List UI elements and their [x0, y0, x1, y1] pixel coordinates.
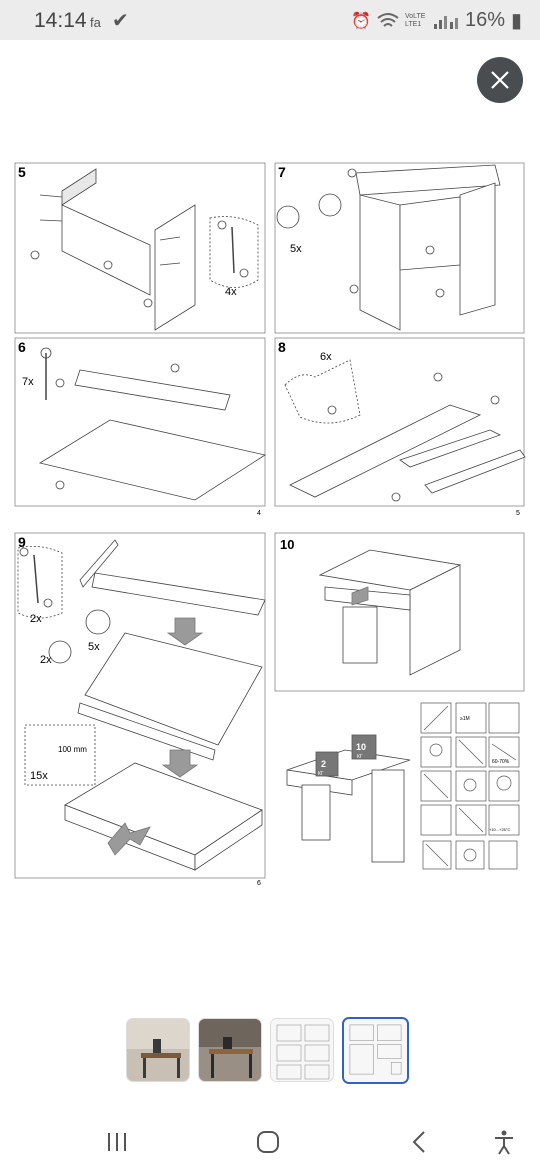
instruction-sheet: 5 4x 7 5x 6 7x 4 8 6x 5 9 2x 5x 2x 100 m…: [14, 162, 526, 887]
quantity-label: 2x: [40, 654, 52, 666]
recent-apps-button[interactable]: [97, 1122, 137, 1162]
thumbnail-strip: [126, 1017, 409, 1084]
signal-icon: [433, 15, 458, 29]
battery-level: 16%: [464, 9, 505, 31]
thumbnail-instructions-page-2[interactable]: [342, 1017, 409, 1084]
status-bar: 14:14 fa ✔ ⏰ VoLTE LTE1 16% ▮: [0, 0, 540, 40]
step-number: 5: [18, 164, 26, 180]
step-number: 6: [18, 339, 26, 355]
thumbnail-desk-photo-1[interactable]: [126, 1018, 190, 1082]
download-done-icon: ✔: [112, 10, 129, 32]
quantity-label: 6x: [320, 351, 332, 363]
quantity-label: 5x: [88, 641, 100, 653]
back-button[interactable]: [400, 1122, 440, 1162]
weight-value: 10: [356, 742, 366, 752]
quantity-label: 15x: [30, 770, 48, 782]
instructions-image: [271, 1019, 333, 1081]
notification-indicator: fa: [90, 15, 101, 30]
page-number: 5: [516, 510, 520, 517]
thumbnail-instructions-page-1[interactable]: [270, 1018, 334, 1082]
battery-icon: ▮: [510, 10, 522, 32]
back-icon: [412, 1131, 425, 1153]
instruction-image-viewer[interactable]: 5 4x 7 5x 6 7x 4 8 6x 5 9 2x 5x 2x 100 m…: [0, 155, 540, 895]
weight-value: 2: [321, 759, 326, 769]
quantity-label: 2x: [30, 613, 42, 625]
home-button[interactable]: [248, 1122, 288, 1162]
page-number: 4: [257, 510, 261, 517]
desk-photo-image: [127, 1019, 189, 1081]
accessibility-button[interactable]: [484, 1122, 524, 1162]
step-number: 7: [278, 164, 286, 180]
alarm-icon: ⏰: [351, 12, 371, 30]
weight-unit: КГ: [318, 771, 324, 777]
step-number: 8: [278, 339, 286, 355]
close-button[interactable]: [477, 57, 523, 103]
status-icons: ⏰ VoLTE LTE1 16% ▮: [351, 8, 522, 33]
measure-label: 100 mm: [58, 745, 87, 754]
instructions-image: [344, 1019, 407, 1082]
close-icon: [491, 71, 509, 89]
quantity-label: 4x: [225, 286, 237, 298]
quantity-label: 7x: [22, 376, 34, 388]
recent-apps-icon: [108, 1133, 126, 1151]
wifi-icon: [377, 12, 399, 27]
page-number: 6: [257, 880, 261, 887]
step-number: 10: [280, 537, 294, 552]
thumbnail-desk-photo-2[interactable]: [198, 1018, 262, 1082]
weight-unit: КГ: [357, 754, 363, 760]
status-time: 14:14: [34, 9, 87, 32]
quantity-label: 5x: [290, 243, 302, 255]
care-label: +10...+25°C: [489, 827, 511, 832]
system-navigation-bar: [0, 1110, 540, 1170]
care-label: 60-70%: [492, 759, 510, 765]
care-label: ≥1M: [460, 716, 470, 722]
step-number: 9: [18, 534, 26, 550]
home-icon: [257, 1131, 279, 1153]
desk-photo-image: [199, 1019, 261, 1081]
accessibility-icon: [495, 1130, 513, 1155]
network-label: VoLTE LTE1: [404, 12, 426, 28]
